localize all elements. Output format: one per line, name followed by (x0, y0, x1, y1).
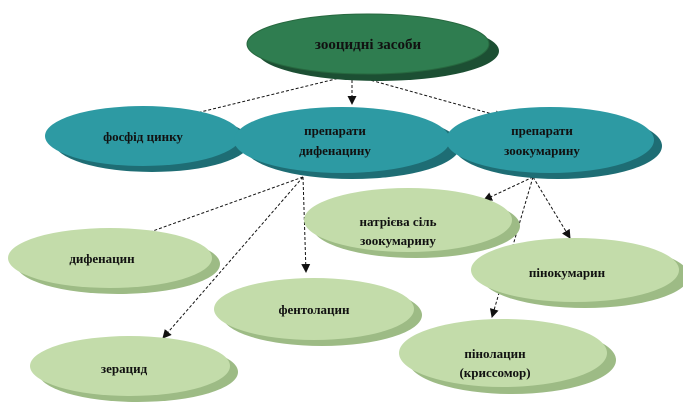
node-root: зооцидні засоби (246, 13, 499, 81)
edge-difenacin-zeracid (162, 176, 304, 339)
node-pinolacin-shape (399, 319, 607, 387)
node-root-shape (246, 13, 490, 75)
node-difenacin-label-line2: дифенацину (299, 143, 371, 158)
node-difenacin-item: дифенацин (8, 228, 220, 294)
node-pinolacin-label-line2: (криссомор) (459, 365, 530, 380)
node-sodium-salt-shape (304, 188, 512, 252)
node-pinokumarin: пінокумарин (471, 238, 683, 308)
node-difenacin-shape (234, 107, 450, 173)
node-sodium-salt: натрієва сіль зоокумарину (304, 188, 520, 258)
node-fentolacin-label: фентолацин (278, 302, 350, 317)
edge-zookumarin-sodium-salt (483, 176, 534, 201)
node-difenacin: препарати дифенацину (234, 107, 460, 179)
edge-difenacin-difenacin-item (135, 176, 304, 239)
edge-difenacin-fentolacin (301, 176, 311, 273)
node-difenacin-item-label: дифенацин (69, 251, 135, 266)
node-zinc-shape (45, 106, 241, 166)
edge-zookumarin-pinokumarin (532, 176, 571, 239)
node-zookumarin-label-line2: зоокумарину (504, 143, 580, 158)
node-zeracid: зерацид (30, 336, 238, 402)
node-zookumarin: препарати зоокумарину (446, 107, 662, 179)
node-root-label: зооцидні засоби (315, 37, 422, 53)
node-sodium-salt-label-line2: зоокумарину (360, 233, 436, 248)
node-zinc-label: фосфід цинку (103, 129, 183, 144)
node-pinolacin-label-line1: пінолацин (464, 346, 526, 361)
edge-root-zookumarin (351, 74, 504, 120)
node-pinokumarin-shape (471, 238, 679, 302)
node-fentolacin: фентолацин (214, 278, 422, 346)
node-difenacin-item-shape (8, 228, 212, 288)
node-fentolacin-shape (214, 278, 414, 340)
node-zookumarin-label-line1: препарати (511, 123, 573, 138)
node-pinolacin: пінолацин (криссомор) (399, 319, 616, 394)
node-zinc: фосфід цинку (45, 106, 250, 172)
node-difenacin-label-line1: препарати (304, 123, 366, 138)
node-zeracid-label: зерацид (101, 361, 148, 376)
edge-root-zinc (179, 74, 353, 120)
node-pinokumarin-label: пінокумарин (529, 265, 606, 280)
node-sodium-salt-label-line1: натрієва сіль (360, 214, 437, 229)
node-zookumarin-shape (446, 107, 654, 173)
node-zeracid-shape (30, 336, 230, 396)
